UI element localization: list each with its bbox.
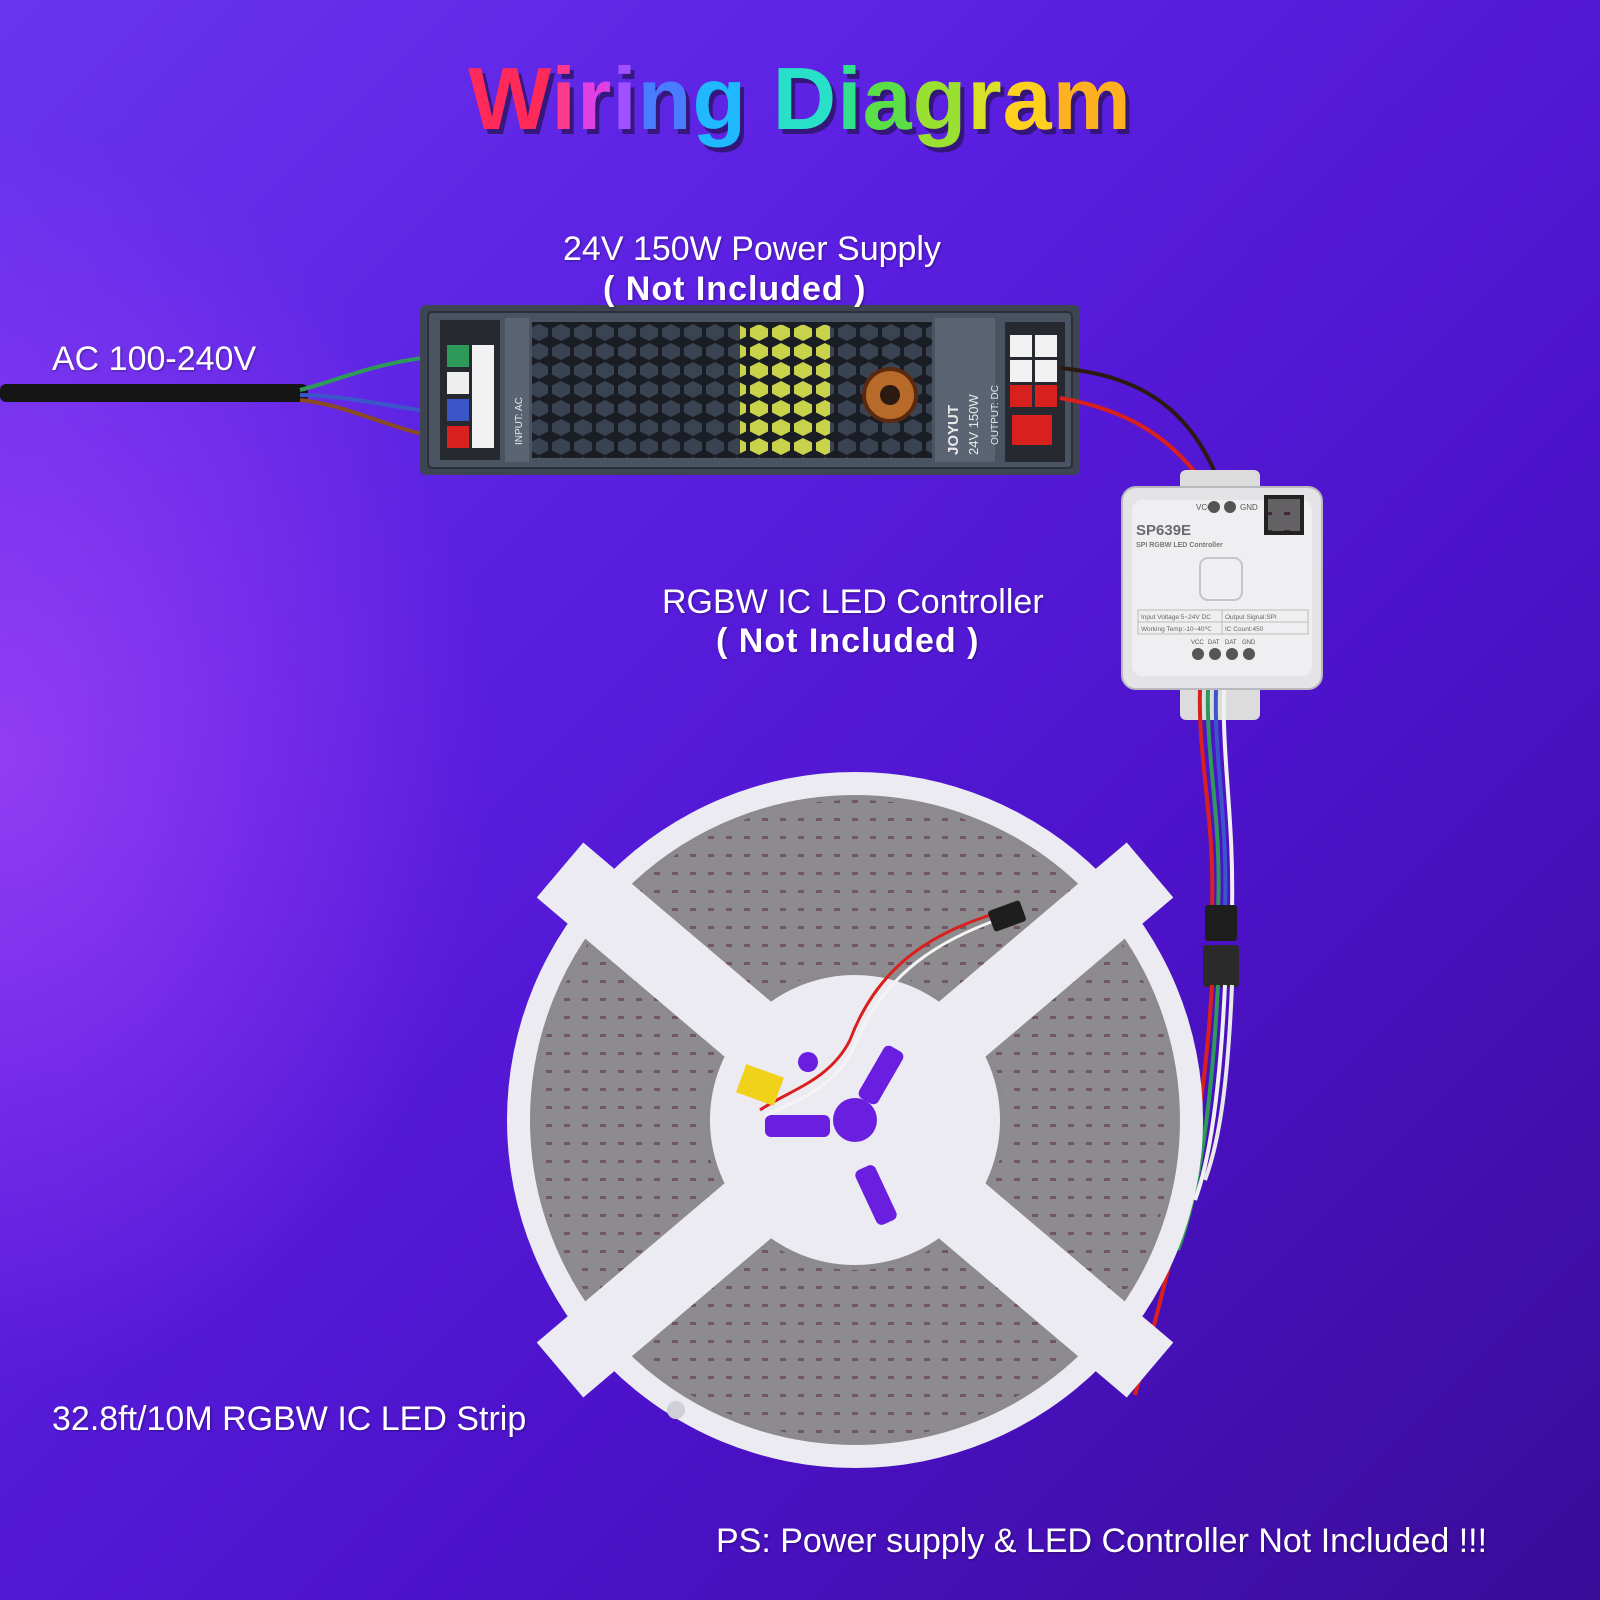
warning-tag (736, 1064, 784, 1106)
controller-button[interactable] (1199, 557, 1243, 601)
controller-output-pin-label: DAT (1208, 640, 1220, 646)
connector-female (1203, 945, 1239, 987)
power-supply-note: ( Not Included ) (603, 270, 867, 308)
ac-cable-sheath (0, 384, 308, 402)
psu-brand: JOYUT (945, 405, 962, 455)
terminal-neutral (447, 399, 469, 421)
spec-cell: Input Voltage:5~24V DC (1141, 614, 1211, 621)
spec-cell: IC Count:450 (1225, 626, 1264, 633)
controller-top-pin-vcc: VCC (1196, 503, 1213, 512)
power-supply: JOYUT 24V 150W INPUT: AC OUTPUT: DC (420, 305, 1080, 475)
wire-out-green (1205, 689, 1221, 911)
spec-cell: Output Signal:SPI (1225, 614, 1277, 621)
power-supply-label: 24V 150W Power Supply (563, 230, 941, 268)
terminal-ground (447, 345, 469, 367)
title-letter: m (1052, 49, 1132, 148)
title-letter: g (692, 49, 748, 148)
controller-device: VCC GND SP639E SPI RGBW LED Controller I… (1121, 470, 1323, 720)
title-letter: n (637, 49, 693, 148)
controller-output-pin (1209, 648, 1221, 660)
controller-output-pin (1243, 648, 1255, 660)
title-letter: W (468, 49, 552, 148)
controller-model: SP639E (1136, 522, 1191, 539)
strip-label: 32.8ft/10M RGBW IC LED Strip (52, 1400, 527, 1438)
controller-top-pin-gnd: GND (1240, 503, 1258, 512)
wire-out-white (1221, 689, 1235, 911)
title-letter: i (551, 49, 577, 148)
controller-subtitle: SPI RGBW LED Controller (1136, 542, 1223, 549)
title-letter: g (912, 49, 968, 148)
title-letter: a (862, 49, 913, 148)
controller-output-pin (1192, 648, 1204, 660)
wire-dc-black (1059, 366, 1224, 491)
controller-output-pin-label: GND (1242, 640, 1256, 646)
controller-note: ( Not Included ) (716, 622, 980, 660)
psu-input-label: INPUT: AC (514, 397, 525, 445)
diagram-title: Wiring Diagram (0, 48, 1600, 150)
controller-output-pin-label: VCC (1191, 640, 1204, 646)
title-letter: i (837, 49, 863, 148)
title-letter: a (1002, 49, 1053, 148)
terminal-live (447, 426, 469, 448)
controller-output-pin (1226, 648, 1238, 660)
title-letter: r (967, 49, 1003, 148)
psu-output-label: OUTPUT: DC (990, 385, 1001, 445)
connector-male (1205, 905, 1237, 941)
wire-out-red (1197, 689, 1215, 911)
title-letter: D (772, 49, 838, 148)
wire-out-blue (1213, 689, 1228, 911)
spec-cell: Working Temp:-10~40℃ (1141, 626, 1213, 633)
controller-output-pin-label: DAT (1225, 640, 1237, 646)
led-strip-reel (507, 772, 1203, 1468)
psu-model: 24V 150W (966, 394, 981, 455)
terminal-v-plus (1010, 385, 1032, 407)
footer-note: PS: Power supply & LED Controller Not In… (716, 1522, 1488, 1560)
controller-label: RGBW IC LED Controller (662, 583, 1044, 621)
title-letter: i (612, 49, 638, 148)
title-letter: r (576, 49, 613, 148)
ac-input-label: AC 100-240V (52, 340, 257, 378)
